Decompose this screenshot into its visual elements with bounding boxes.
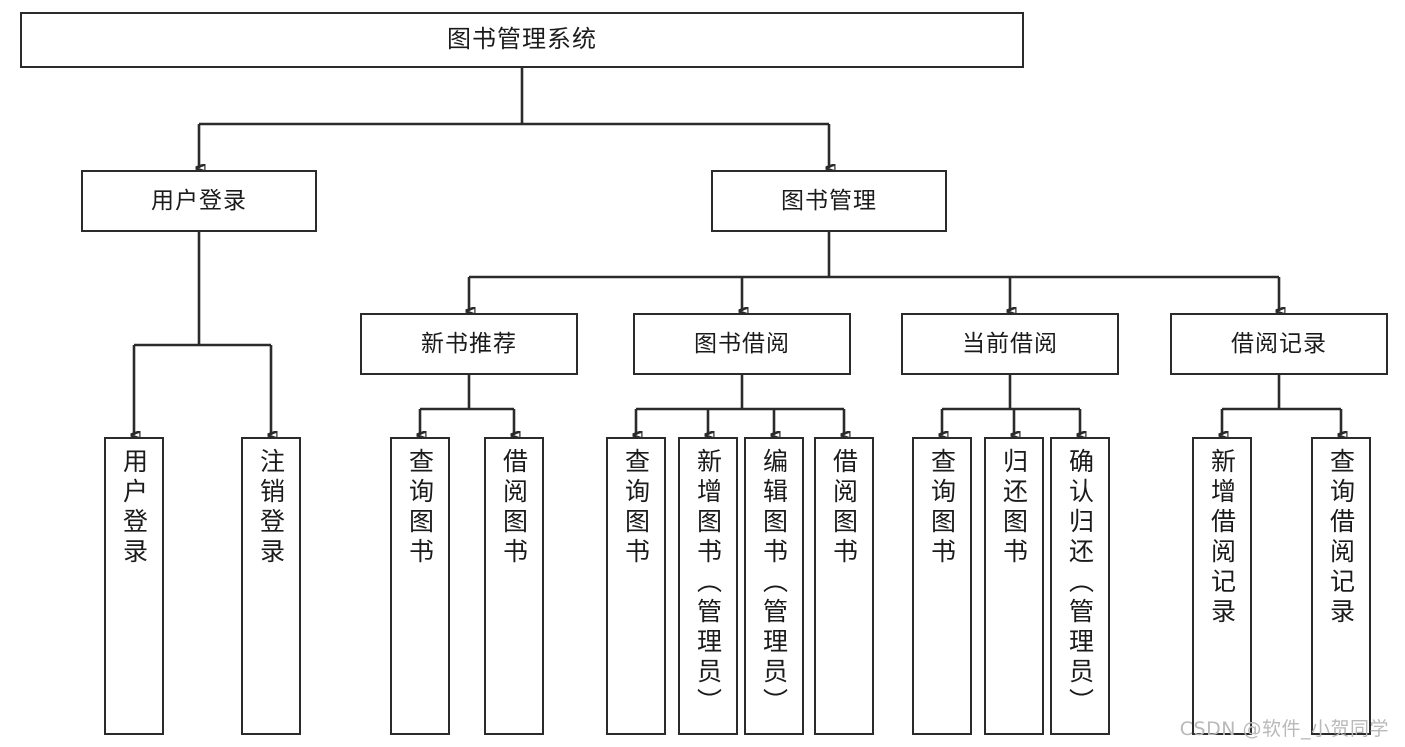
node-root[interactable]: 图书管理系统 [20,12,1024,68]
node-leaf-confirm-return[interactable]: 确认归还（管理员） [1050,437,1110,735]
node-label: 编辑图书（管理员） [759,448,789,718]
node-label: 注销登录 [256,448,286,568]
node-book-manage[interactable]: 图书管理 [711,170,947,232]
node-book-borrow[interactable]: 图书借阅 [633,313,851,375]
node-leaf-return-book[interactable]: 归还图书 [984,437,1044,735]
node-label: 查询借阅记录 [1326,448,1356,628]
node-new-book-rec[interactable]: 新书推荐 [360,313,578,375]
node-leaf-add-record[interactable]: 新增借阅记录 [1192,437,1252,735]
node-label: 归还图书 [999,448,1029,568]
node-current-borrow[interactable]: 当前借阅 [901,313,1119,375]
node-label: 当前借阅 [962,330,1058,357]
node-leaf-edit-book[interactable]: 编辑图书（管理员） [744,437,804,735]
node-leaf-borrow-book-1[interactable]: 借阅图书 [484,437,544,735]
node-label: 新增图书（管理员） [693,448,723,718]
node-label: 图书管理 [781,187,877,214]
node-label: 查询图书 [927,448,957,568]
watermark: CSDN @软件_小贺同学 [1179,718,1389,740]
node-user-login[interactable]: 用户登录 [81,170,317,232]
node-leaf-user-logout[interactable]: 注销登录 [241,437,301,735]
node-label: 借阅记录 [1231,330,1327,357]
node-label: 图书管理系统 [447,25,597,54]
node-leaf-query-book-1[interactable]: 查询图书 [390,437,450,735]
node-label: 图书借阅 [694,330,790,357]
node-label: 查询图书 [405,448,435,568]
node-label: 新书推荐 [421,330,517,357]
node-label: 用户登录 [119,448,149,568]
node-label: 查询图书 [621,448,651,568]
node-label: 新增借阅记录 [1207,448,1237,628]
node-label: 用户登录 [151,187,247,214]
node-leaf-query-book-2[interactable]: 查询图书 [606,437,666,735]
node-leaf-query-book-3[interactable]: 查询图书 [912,437,972,735]
node-borrow-record[interactable]: 借阅记录 [1170,313,1388,375]
node-leaf-add-book[interactable]: 新增图书（管理员） [678,437,738,735]
node-leaf-query-record[interactable]: 查询借阅记录 [1311,437,1371,735]
node-leaf-user-login[interactable]: 用户登录 [104,437,164,735]
node-label: 确认归还（管理员） [1065,448,1095,718]
node-label: 借阅图书 [499,448,529,568]
node-label: 借阅图书 [829,448,859,568]
node-leaf-borrow-book-2[interactable]: 借阅图书 [814,437,874,735]
